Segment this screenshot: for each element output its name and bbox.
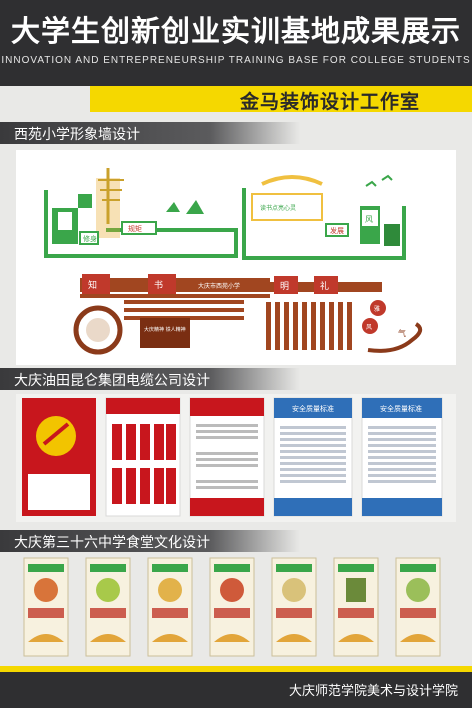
cafeteria-card-5	[271, 557, 317, 657]
cafeteria-card-2	[85, 557, 131, 657]
wall-label-know: 知	[88, 279, 97, 291]
studio-banner: 金马装饰设计工作室	[90, 86, 472, 113]
wall-design-panel: 规矩 修身 读书点亮心灵 发展 风 知 书 大庆市西苑小学 大庆精神 铁人精神	[16, 150, 456, 365]
section-header-3: 大庆第三十六中学食堂文化设计	[0, 530, 300, 552]
wall-label-air: 气	[398, 328, 406, 338]
section-header-2: 大庆油田昆仑集团电缆公司设计	[0, 368, 300, 390]
company-boards-panel: 安全质量标准 安全质量标准	[16, 394, 456, 522]
cafeteria-cards-panel	[16, 556, 456, 660]
board-5-title: 安全质量标准	[380, 404, 422, 413]
cafeteria-card-1	[23, 557, 69, 657]
wall-label-book: 书	[154, 280, 163, 291]
board-4-title: 安全质量标准	[292, 404, 334, 413]
section-title-3: 大庆第三十六中学食堂文化设计	[14, 535, 210, 551]
cafeteria-card-7	[395, 557, 441, 657]
wall-label-courtesy: 礼	[320, 280, 329, 292]
section-header-1: 西苑小学形象墙设计	[0, 122, 300, 144]
studio-name: 金马装饰设计工作室	[240, 91, 421, 113]
wall-label-rules: 规矩	[128, 224, 142, 233]
wall-label-wind: 风	[365, 215, 373, 224]
section-title-1: 西苑小学形象墙设计	[14, 127, 140, 143]
section-title-2: 大庆油田昆仑集团电缆公司设计	[14, 373, 210, 389]
board-3	[189, 397, 265, 517]
company-boards-illustration: 安全质量标准 安全质量标准	[22, 397, 443, 517]
page-title: 大学生创新创业实训基地成果展示	[10, 14, 461, 48]
wall-label-cultivate: 修身	[83, 234, 97, 243]
wall-label-spirit: 大庆精神 铁人精神	[144, 326, 186, 333]
wall-design-illustration: 规矩 修身 读书点亮心灵 发展 风 知 书 大庆市西苑小学 大庆精神 铁人精神	[44, 168, 423, 355]
footer-stripe	[0, 666, 472, 672]
cafeteria-card-4	[209, 557, 255, 657]
wall-label-school: 大庆市西苑小学	[198, 282, 240, 290]
wall-label-elegant: 雅	[374, 305, 380, 313]
cafeteria-cards-illustration	[23, 557, 441, 657]
institution-name: 大庆师范学院美术与设计学院	[288, 684, 458, 699]
wall-label-reading: 读书点亮心灵	[260, 204, 296, 212]
wall-label-develop: 发展	[330, 226, 344, 235]
cafeteria-card-6	[333, 557, 379, 657]
cafeteria-card-3	[147, 557, 193, 657]
wall-label-wind-2: 风	[366, 324, 372, 331]
page-subtitle: INNOVATION AND ENTREPRENEURSHIP TRAINING…	[1, 55, 471, 66]
wall-label-bright: 明	[280, 281, 289, 292]
header: 大学生创新创业实训基地成果展示 INNOVATION AND ENTREPREN…	[0, 0, 472, 86]
footer: 大庆师范学院美术与设计学院	[0, 666, 472, 708]
